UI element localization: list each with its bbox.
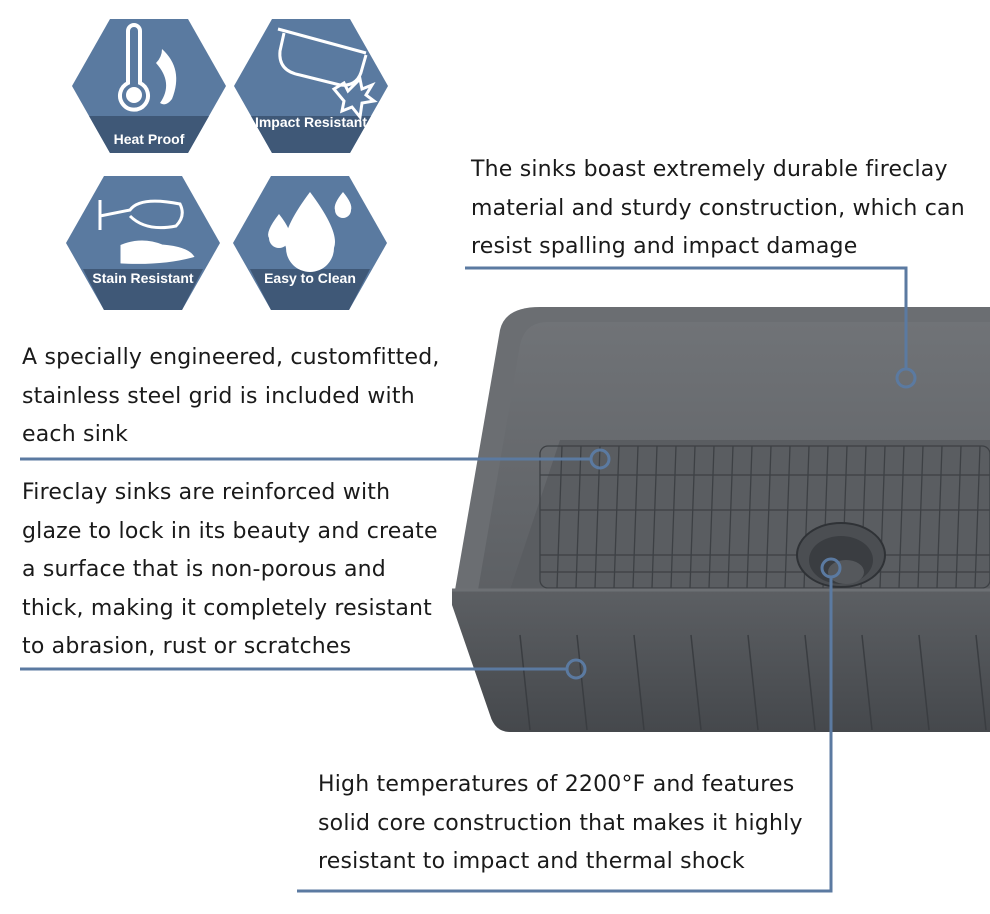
text-line: material and sturdy construction, which … bbox=[471, 195, 965, 221]
text-line: glaze to lock in its beauty and create bbox=[22, 518, 438, 544]
water-drops-icon bbox=[268, 192, 352, 272]
grid-wire bbox=[594, 445, 601, 589]
callout-durable: The sinks boast extremely durable firecl… bbox=[471, 151, 965, 267]
callout-marker bbox=[895, 367, 917, 389]
badge-label: Heat Proof bbox=[113, 131, 185, 147]
badge-easy-to-clean: Easy to Clean bbox=[233, 176, 387, 310]
text-line: A specially engineered, customfitted, bbox=[22, 345, 440, 370]
apron-flute bbox=[975, 634, 987, 731]
grid-wire bbox=[632, 445, 639, 589]
grid-wire bbox=[784, 445, 791, 589]
grid-wire bbox=[917, 445, 924, 589]
callout-glaze: Fireclay sinks are reinforced with glaze… bbox=[22, 474, 438, 667]
grid-wire bbox=[727, 445, 734, 589]
grid-wire bbox=[765, 445, 772, 589]
sink-apron bbox=[452, 590, 990, 732]
badge-stain-resistant: Stain Resistant bbox=[66, 176, 220, 310]
text-line: resistant to impact and thermal shock bbox=[318, 849, 745, 874]
apron-flute bbox=[861, 634, 873, 731]
text-line: The sinks boast extremely durable firecl… bbox=[471, 157, 948, 182]
badge-impact-resistant: Impact Resistant bbox=[234, 19, 388, 153]
callout-marker bbox=[589, 448, 611, 470]
grid-wire bbox=[651, 445, 658, 589]
leader-lines bbox=[20, 266, 917, 893]
grid-wire bbox=[898, 445, 905, 589]
badge-label: Easy to Clean bbox=[264, 270, 356, 286]
grid-wire bbox=[955, 445, 962, 589]
callout-temperature: High temperatures of 2200°F and features… bbox=[318, 766, 803, 882]
apron-flute bbox=[690, 634, 702, 731]
text-line: to abrasion, rust or scratches bbox=[22, 634, 352, 659]
pot-impact-icon bbox=[277, 27, 378, 121]
apron-flute bbox=[633, 634, 645, 731]
grid-wire bbox=[746, 445, 753, 589]
apron-flute bbox=[519, 634, 531, 731]
text-line: resist spalling and impact damage bbox=[471, 234, 858, 259]
thermometer-flame-icon bbox=[118, 23, 177, 112]
badge-heat-proof: Heat Proof bbox=[72, 19, 226, 153]
grid-wire bbox=[613, 445, 620, 589]
apron-flute bbox=[747, 634, 759, 731]
apron-flute bbox=[918, 634, 930, 731]
spilled-wine-glass-icon bbox=[98, 199, 195, 264]
grid-wire bbox=[936, 445, 943, 589]
grid-wire bbox=[670, 445, 677, 589]
text-line: Fireclay sinks are reinforced with bbox=[22, 480, 391, 505]
grid-wire bbox=[708, 445, 715, 589]
grid-wire bbox=[575, 445, 582, 589]
text-line: solid core construction that makes it hi… bbox=[318, 810, 803, 836]
text-line: stainless steel grid is included with bbox=[22, 383, 415, 409]
callout-grid: A specially engineered, customfitted, st… bbox=[22, 339, 440, 455]
apron-flute bbox=[576, 634, 588, 731]
badge-label: Impact Resistant bbox=[254, 114, 368, 130]
apron-flute bbox=[804, 634, 816, 731]
callout-marker bbox=[565, 658, 587, 680]
grid-wire bbox=[689, 445, 696, 589]
text-line: High temperatures of 2200°F and features bbox=[318, 772, 795, 797]
grid-wire bbox=[556, 445, 563, 589]
drain bbox=[796, 522, 886, 588]
text-line: thick, making it completely resistant bbox=[22, 595, 432, 621]
callout-marker bbox=[820, 557, 842, 579]
text-line: a surface that is non-porous and bbox=[22, 557, 386, 582]
text-line: each sink bbox=[22, 422, 129, 447]
badge-label: Stain Resistant bbox=[92, 270, 194, 286]
grid-wire bbox=[974, 445, 981, 589]
